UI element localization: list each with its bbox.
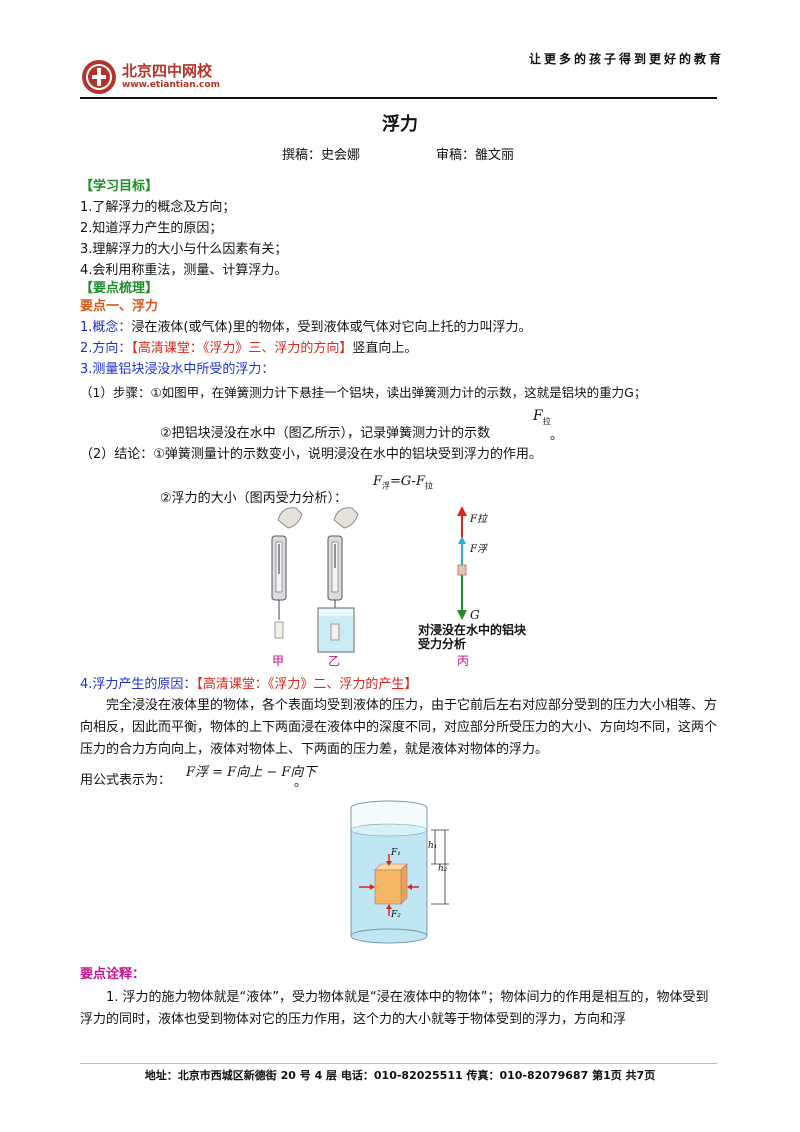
- figure-label-yi: 乙: [328, 654, 341, 668]
- goals-heading: 【学习目标】: [80, 179, 159, 194]
- conclusion-line-2: ②浮力的大小（图丙受力分析）：: [160, 491, 348, 506]
- step-line-1: （1）步骤：①如图甲，在弹簧测力计下悬挂一个铝块，读出弹簧测力计的示数，这就是铝…: [80, 384, 646, 402]
- header-rule: [80, 97, 717, 99]
- figure-label-jia: 甲: [272, 654, 285, 668]
- direction-label: 2.方向：: [80, 341, 132, 356]
- footer-rule: [80, 1063, 717, 1064]
- header-slogan: 让更多的孩子得到更好的教育: [529, 52, 725, 66]
- h2-label: h₂: [438, 864, 448, 874]
- header-logo: 北京四中网校 www.etiantian.com: [80, 58, 240, 98]
- conclusion-line-1: （2）结论：①弹簧测量计的示数变小，说明浸没在水中的铝块受到浮力的作用。: [80, 446, 542, 464]
- f1-label: F₁: [391, 848, 401, 858]
- h1-label: h₁: [428, 841, 438, 851]
- point1-heading: 要点一、浮力: [80, 299, 159, 314]
- notes-paragraph: 1. 浮力的施力物体就是“液体”，受力物体就是“浸在液体中的物体”；物体间力的作…: [80, 990, 709, 1027]
- direction-text: 竖直向上。: [352, 341, 418, 356]
- step2-end: 。: [550, 428, 564, 443]
- measure-heading: 3.测量铝块浸没水中所受的浮力：: [80, 362, 275, 377]
- buoyancy-formula: F浮=G-F拉: [373, 474, 433, 491]
- footer-text: 地址：北京市西城区新德街 20 号 4 层 电话：010-82025511 传真…: [144, 1069, 656, 1082]
- cube-icon: [374, 863, 408, 905]
- notes-heading: 要点诠释：: [80, 967, 146, 982]
- step2-formula: F拉: [533, 408, 551, 426]
- force-label-fu: F浮: [470, 544, 487, 555]
- force-label-la: F拉: [470, 514, 487, 525]
- spring-scale-jia-icon: [271, 535, 287, 639]
- figure-label-bing: 丙: [457, 654, 470, 668]
- step-label: （1）步骤：: [80, 385, 151, 400]
- formula-intro: 用公式表示为：: [80, 773, 172, 788]
- hand-yi-icon: [333, 507, 359, 529]
- author-writer: 撰稿：史会娜: [282, 148, 361, 163]
- points-heading: 【要点梳理】: [80, 281, 159, 296]
- direction-link[interactable]: 【高清课堂：《浮力》三、浮力的方向】: [131, 341, 353, 356]
- point4-paragraph: 完全浸没在液体里的物体，各个表面均受到液体的压力，由于它前后左右对应部分受到的压…: [80, 698, 718, 757]
- step-2: ②把铝块浸没在水中（图乙所示），记录弹簧测力计的示数: [160, 426, 491, 441]
- concept-text: 浸在液体(或气体)里的物体，受到液体或气体对它向上托的力叫浮力。: [131, 320, 532, 335]
- force-diagram: [457, 506, 467, 620]
- concept-label: 1.概念：: [80, 320, 132, 335]
- immersed-cube-figure: [350, 800, 449, 944]
- conclusion-label: （2）结论：: [80, 447, 154, 462]
- force-caption-1: 对浸没在水中的铝块: [418, 623, 527, 637]
- goal-item-1: 1.了解浮力的概念及方向；: [80, 200, 236, 215]
- spring-scale-figure: [271, 506, 467, 653]
- conclusion-1: ①弹簧测量计的示数变小，说明浸没在水中的铝块受到浮力的作用。: [153, 447, 542, 462]
- beaker-icon: [317, 607, 355, 653]
- force-caption-2: 受力分析: [418, 637, 467, 651]
- logo-emblem-icon: [82, 60, 116, 94]
- force-label-g: G: [470, 608, 480, 622]
- concept-line: 1.概念：浸在液体(或气体)里的物体，受到液体或气体对它向上托的力叫浮力。: [80, 319, 532, 337]
- goal-item-2: 2.知道浮力产生的原因；: [80, 221, 223, 236]
- logo-url[interactable]: www.etiantian.com: [122, 80, 220, 90]
- point4-line: 4.浮力产生的原因：【高清课堂：《浮力》二、浮力的产生】: [80, 676, 417, 694]
- f2-label: F₂: [391, 910, 401, 920]
- point4-label: 4.浮力产生的原因：: [80, 677, 197, 692]
- formula-end: 。: [294, 775, 308, 790]
- hand-jia-icon: [277, 507, 303, 529]
- step-1: ①如图甲，在弹簧测力计下悬挂一个铝块，读出弹簧测力计的示数，这就是铝块的重力G；: [150, 385, 647, 400]
- direction-line: 2.方向：【高清课堂：《浮力》三、浮力的方向】竖直向上。: [80, 340, 417, 358]
- goal-item-4: 4.会利用称重法，测量、计算浮力。: [80, 263, 288, 278]
- spring-scale-yi-icon: [327, 535, 343, 622]
- step-line-2: ②把铝块浸没在水中（图乙所示），记录弹簧测力计的示数: [160, 425, 490, 443]
- point4-link[interactable]: 【高清课堂：《浮力》二、浮力的产生】: [196, 677, 418, 692]
- logo-name: 北京四中网校: [122, 62, 213, 80]
- pressure-difference-formula: F浮 = F向上 − F向下: [186, 765, 317, 780]
- author-reviewer: 审稿：雒文丽: [436, 148, 515, 163]
- page-title: 浮力: [382, 114, 418, 135]
- goal-item-3: 3.理解浮力的大小与什么因素有关；: [80, 242, 288, 257]
